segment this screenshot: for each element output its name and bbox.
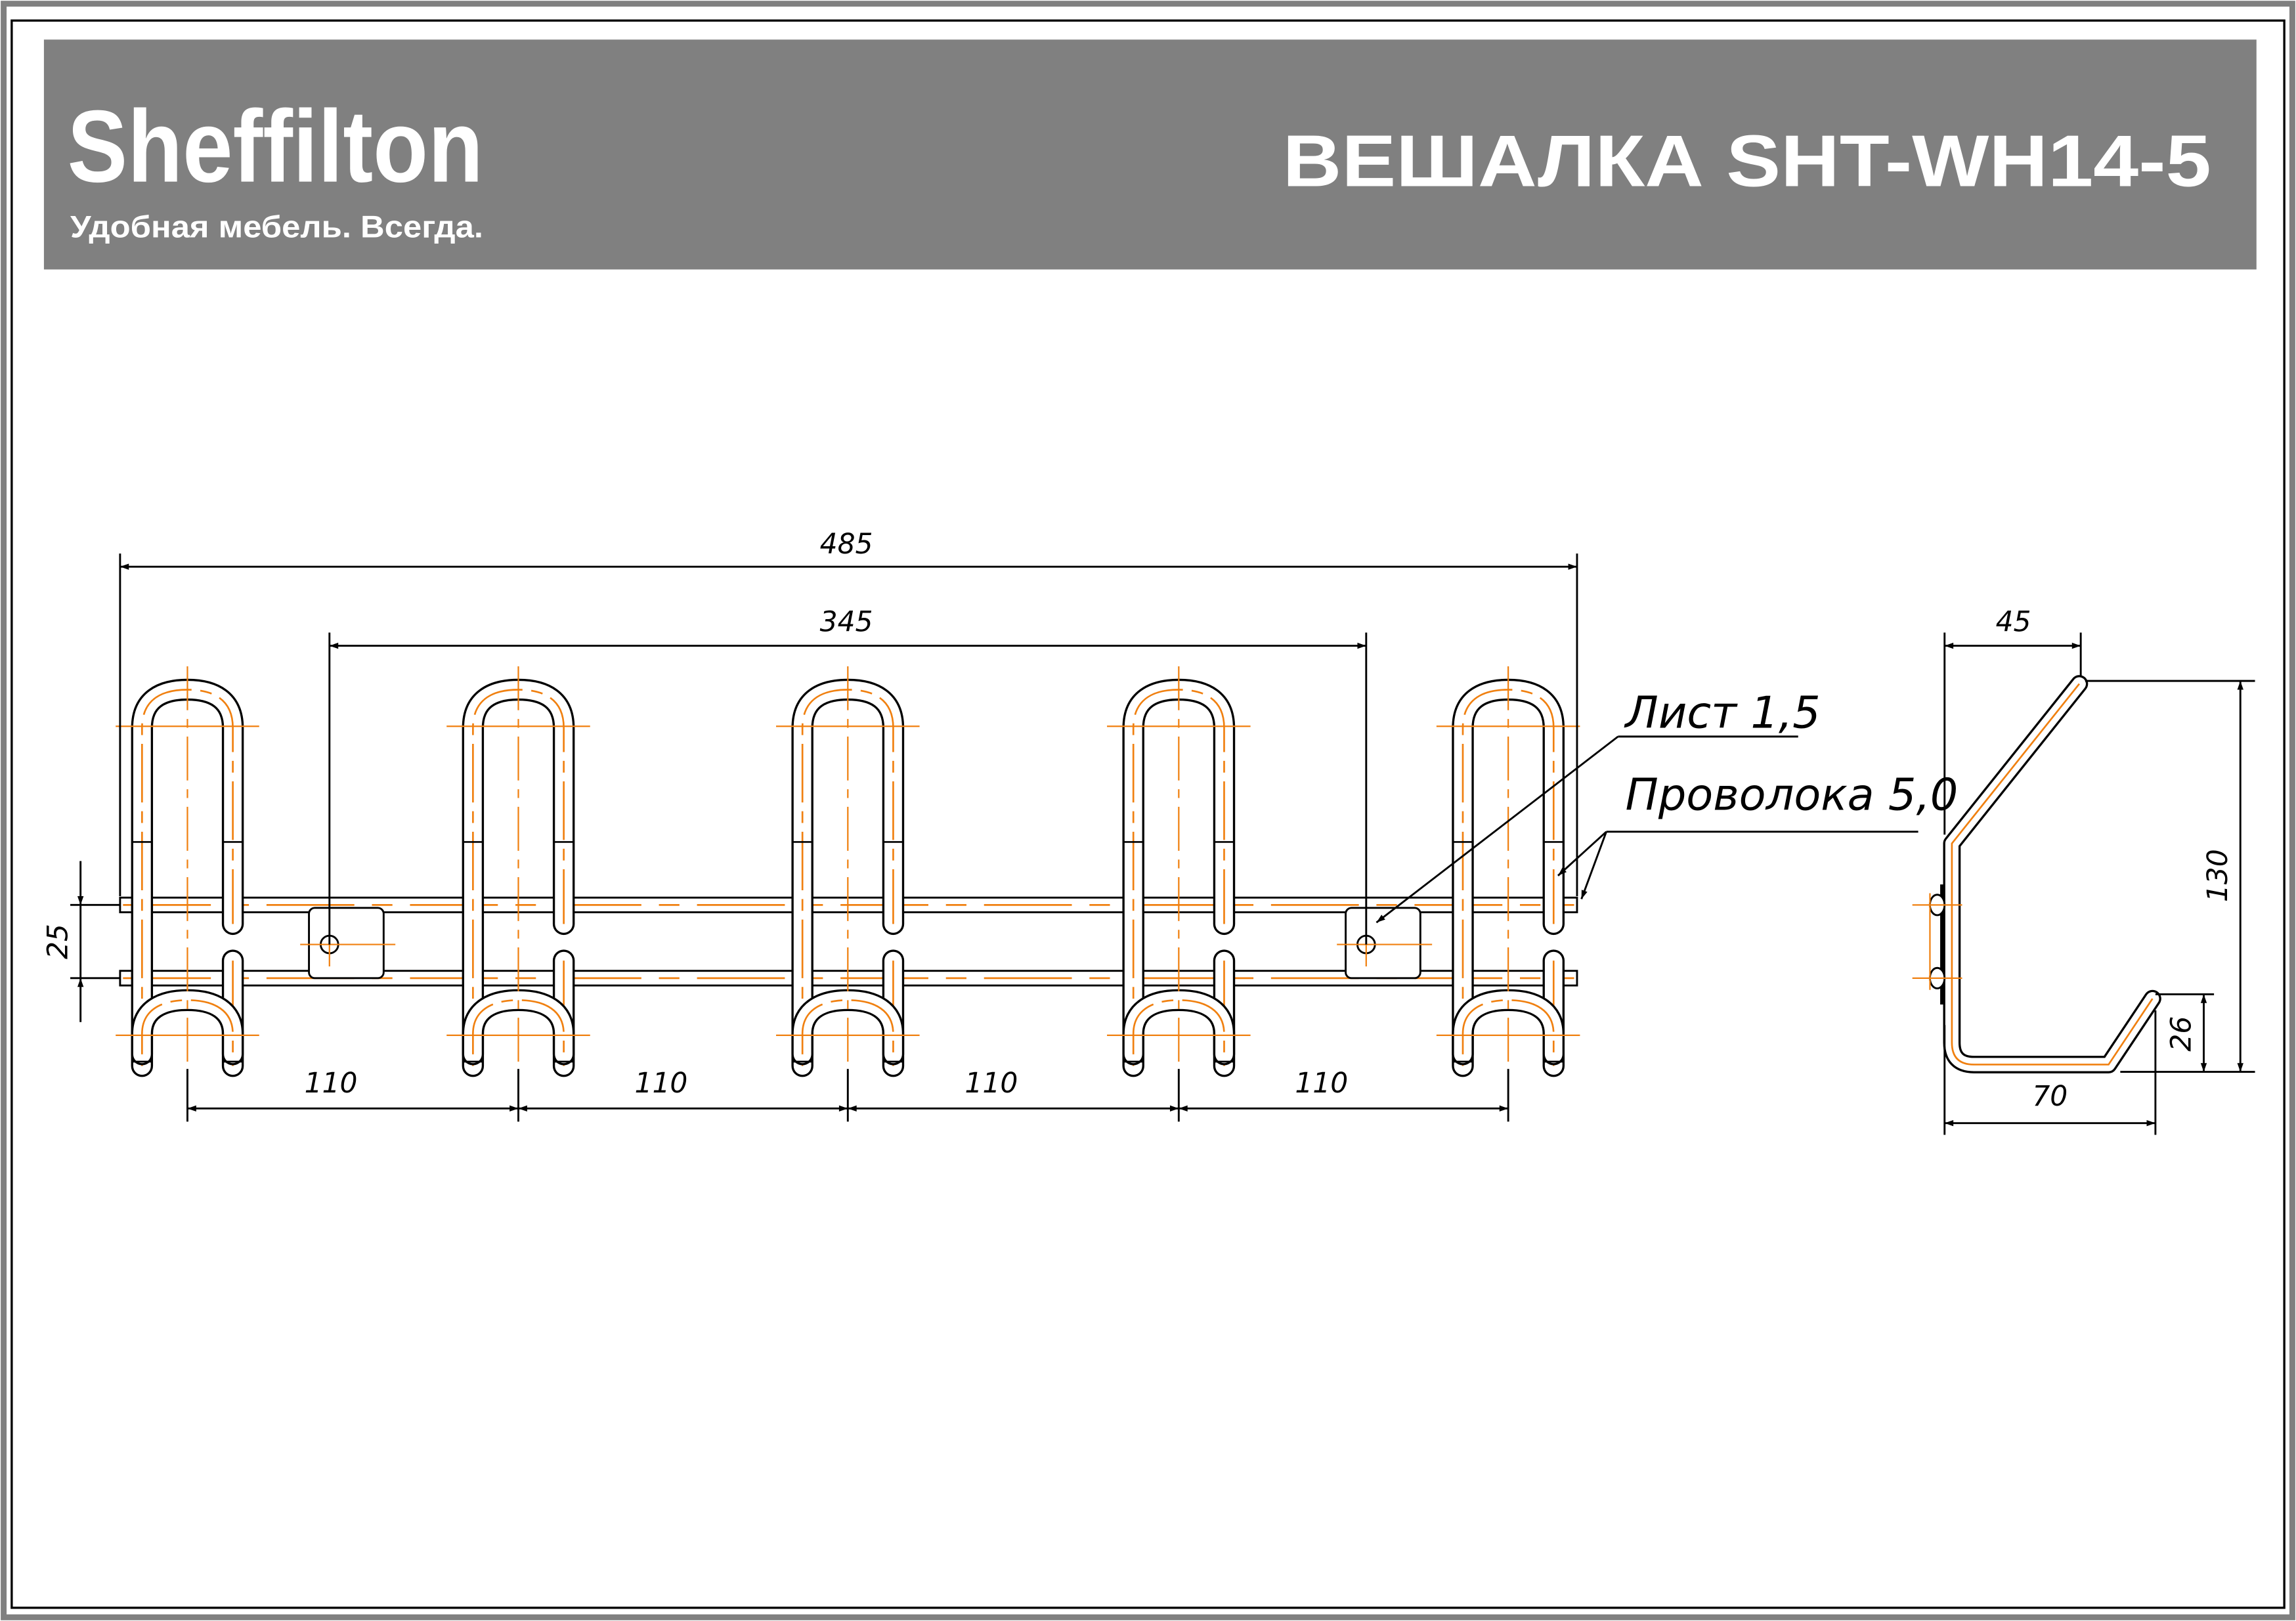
dimension-label: 110 bbox=[964, 1067, 1018, 1099]
mounting-plates bbox=[300, 907, 1433, 980]
callout-sheet: Лист 1,5 bbox=[1375, 687, 1821, 924]
hook bbox=[1436, 666, 1580, 1084]
dimension-overall-width: 485 bbox=[119, 528, 1578, 896]
dimension-label: 26 bbox=[2165, 1016, 2197, 1052]
dimension-rail-spacing: 25 bbox=[42, 861, 120, 1022]
dimension-label: 70 bbox=[2032, 1080, 2068, 1112]
dimension-label: 45 bbox=[1996, 605, 2031, 638]
inner-border bbox=[11, 19, 2285, 1609]
dimension-label: 110 bbox=[305, 1067, 358, 1099]
dimension-label: 110 bbox=[1295, 1067, 1348, 1099]
dimension-height: 130 bbox=[2085, 680, 2255, 1073]
mounting-plate bbox=[300, 907, 396, 980]
dimension-label: 485 bbox=[820, 528, 873, 560]
header-banner: Sheffilton Удобная мебель. Всегда. ВЕШАЛ… bbox=[43, 39, 2257, 270]
dimension-hook-spacing: 110 110 110 110 bbox=[186, 1067, 1509, 1122]
dimension-label: 110 bbox=[635, 1067, 688, 1099]
mounting-plate bbox=[1337, 907, 1433, 980]
side-profile bbox=[1912, 675, 2161, 1073]
brand-tagline: Удобная мебель. Всегда. bbox=[70, 209, 483, 244]
callout-wire: Проволока 5,0 bbox=[1557, 769, 1959, 899]
dimension-bottom-lip: 26 bbox=[2155, 993, 2215, 1072]
callout-wire-label: Проволока 5,0 bbox=[1626, 769, 1959, 820]
hook bbox=[116, 666, 259, 1084]
page-title: ВЕШАЛКА SHT-WH14-5 bbox=[1283, 119, 2211, 202]
hook bbox=[1107, 666, 1251, 1084]
hooks bbox=[116, 666, 1580, 1084]
brand-logo: Sheffilton bbox=[68, 90, 483, 204]
dimension-mount-spacing: 345 bbox=[328, 605, 1368, 945]
dimension-bottom-depth: 70 bbox=[1943, 1010, 2157, 1135]
dimension-label: 345 bbox=[820, 605, 873, 638]
hook bbox=[776, 666, 920, 1084]
dimension-top-depth: 45 bbox=[1943, 605, 2082, 835]
side-view: 45 130 26 70 bbox=[1912, 605, 2255, 1135]
dimension-label: 25 bbox=[42, 924, 74, 959]
hook bbox=[446, 666, 590, 1084]
dimension-label: 130 bbox=[2201, 849, 2234, 902]
callout-sheet-label: Лист 1,5 bbox=[1624, 687, 1821, 738]
